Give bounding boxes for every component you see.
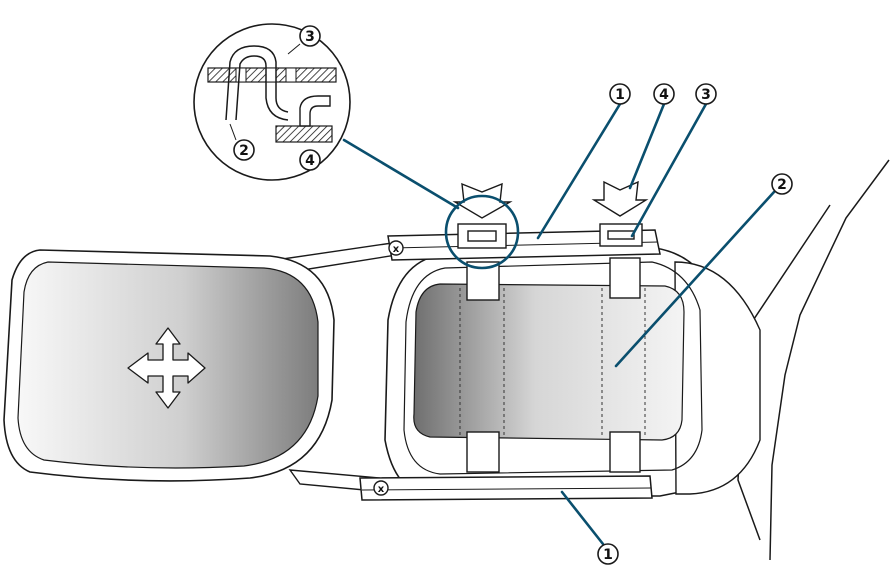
inset-leader-2 <box>229 123 237 141</box>
down-arrow-icon <box>452 180 649 219</box>
inset-callout-3: 3 <box>299 25 321 47</box>
inset-callout-4: 4 <box>299 149 321 171</box>
fastener-bottom: x <box>373 480 389 496</box>
inset-callout-2: 2 <box>233 139 255 161</box>
svg-text:x: x <box>378 484 385 495</box>
inset-strap-loop <box>225 45 289 121</box>
strap-buckles <box>457 223 643 249</box>
detail-highlight-circle <box>444 194 520 270</box>
four-way-arrow-icon <box>127 327 206 409</box>
strap-guide-lines <box>459 288 646 438</box>
svg-text:1: 1 <box>615 87 625 103</box>
fastener-top: x <box>388 240 404 256</box>
inset-hook <box>299 95 331 127</box>
callout-1-bottom: 1 <box>597 543 619 565</box>
clip-bottom-right <box>609 431 641 473</box>
car-mirror-glass <box>413 283 685 441</box>
svg-text:2: 2 <box>777 177 787 193</box>
svg-text:1: 1 <box>603 547 613 563</box>
bottom-mount-bar <box>359 475 653 501</box>
svg-text:3: 3 <box>305 29 315 45</box>
svg-text:3: 3 <box>701 87 711 103</box>
leader-lines <box>342 102 776 546</box>
callout-3-top: 3 <box>695 83 717 105</box>
callout-2-right: 2 <box>771 173 793 195</box>
clip-bottom-left <box>466 431 500 473</box>
callout-1-top: 1 <box>609 83 631 105</box>
svg-text:4: 4 <box>305 153 315 169</box>
svg-text:4: 4 <box>659 87 669 103</box>
inset-detail <box>193 23 351 181</box>
inset-hatched-bar-bottom <box>275 125 333 143</box>
svg-text:2: 2 <box>239 143 249 159</box>
clip-top-right <box>609 257 641 299</box>
callout-4-top: 4 <box>653 83 675 105</box>
svg-text:x: x <box>393 244 400 255</box>
